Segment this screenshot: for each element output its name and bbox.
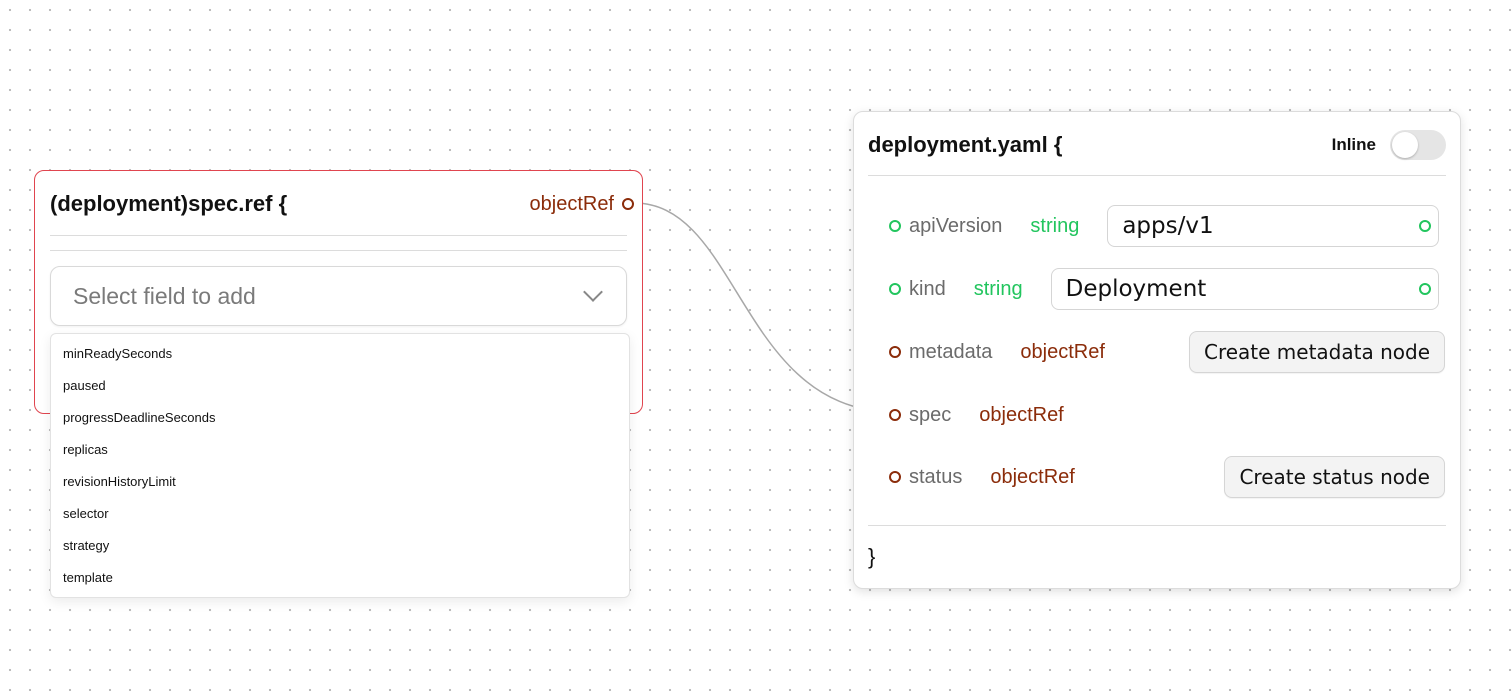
deployment-yaml-title: deployment.yaml { xyxy=(868,132,1063,157)
divider xyxy=(868,175,1446,176)
option-selector[interactable]: selector xyxy=(63,506,109,521)
deployment-yaml-header: deployment.yaml { Inline xyxy=(868,128,1446,162)
field-name: kind xyxy=(909,277,946,300)
option-minReadySeconds[interactable]: minReadySeconds xyxy=(63,346,173,361)
field-row-kind: kind string Deployment xyxy=(889,267,1445,311)
option-strategy[interactable]: strategy xyxy=(63,538,110,553)
metadata-input-port[interactable] xyxy=(889,346,901,358)
spec-ref-node-title: (deployment)spec.ref { xyxy=(50,191,288,216)
spec-ref-output-port[interactable] xyxy=(622,198,634,210)
select-field-placeholder: Select field to add xyxy=(73,282,256,309)
status-input-port[interactable] xyxy=(889,471,901,483)
option-revisionHistoryLimit[interactable]: revisionHistoryLimit xyxy=(63,474,176,489)
kind-value-input[interactable]: Deployment xyxy=(1050,268,1439,310)
field-type: objectRef xyxy=(979,403,1064,426)
divider xyxy=(868,525,1446,526)
create-metadata-node-button[interactable]: Create metadata node xyxy=(1188,331,1445,373)
option-progressDeadlineSeconds[interactable]: progressDeadlineSeconds xyxy=(63,410,216,425)
select-field-dropdown[interactable]: Select field to add xyxy=(50,266,627,326)
field-name: spec xyxy=(909,403,952,426)
inline-toggle[interactable] xyxy=(1390,130,1446,160)
field-row-spec: spec objectRef xyxy=(889,393,1445,437)
closing-brace: } xyxy=(868,544,876,569)
field-type: string xyxy=(973,277,1023,300)
deployment-yaml-node[interactable]: deployment.yaml { Inline apiVersion stri… xyxy=(853,111,1461,589)
option-template[interactable]: template xyxy=(63,570,113,585)
toggle-knob xyxy=(1392,132,1418,158)
field-name: status xyxy=(909,465,963,488)
kind-output-port[interactable] xyxy=(1419,283,1431,295)
apiVersion-value-input[interactable]: apps/v1 xyxy=(1107,205,1440,247)
inline-toggle-label: Inline xyxy=(1331,135,1376,154)
field-row-status: status objectRef Create status node xyxy=(889,455,1445,499)
kind-input-port[interactable] xyxy=(889,283,901,295)
field-name: apiVersion xyxy=(909,214,1003,237)
option-replicas[interactable]: replicas xyxy=(63,442,108,457)
apiVersion-input-port[interactable] xyxy=(889,220,901,232)
divider xyxy=(50,235,627,236)
spec-input-port[interactable] xyxy=(889,409,901,421)
field-options-list: minReadySeconds paused progressDeadlineS… xyxy=(50,333,630,598)
spec-ref-output: objectRef xyxy=(529,192,634,216)
spec-ref-node-header: (deployment)spec.ref { objectRef xyxy=(50,189,634,219)
field-name: metadata xyxy=(909,340,993,363)
option-paused[interactable]: paused xyxy=(63,378,106,393)
inline-toggle-group: Inline xyxy=(1332,130,1446,160)
field-type: objectRef xyxy=(990,465,1075,488)
create-status-node-button[interactable]: Create status node xyxy=(1224,456,1445,498)
apiVersion-output-port[interactable] xyxy=(1419,220,1431,232)
divider xyxy=(50,250,627,251)
field-row-metadata: metadata objectRef Create metadata node xyxy=(889,330,1445,374)
field-type: objectRef xyxy=(1020,340,1105,363)
chevron-down-icon xyxy=(583,282,603,302)
field-row-apiVersion: apiVersion string apps/v1 xyxy=(889,204,1445,248)
field-type: string xyxy=(1030,214,1080,237)
spec-ref-output-type: objectRef xyxy=(529,192,615,215)
